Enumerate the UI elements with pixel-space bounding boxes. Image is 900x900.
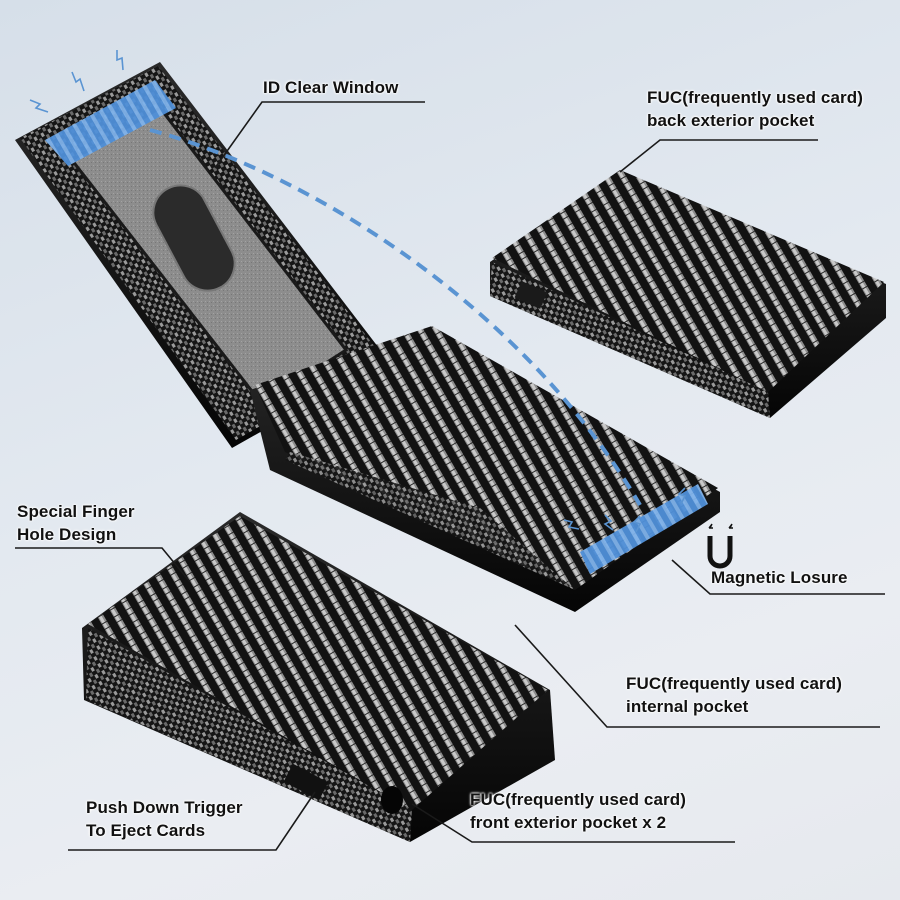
callout-push-down-trigger: Push Down Trigger To Eject Cards [86, 796, 243, 842]
callout-back-exterior-pocket: FUC(frequently used card) back exterior … [647, 86, 863, 132]
callout-text: Special Finger [17, 502, 135, 521]
callout-finger-hole: Special Finger Hole Design [17, 500, 135, 546]
magnet-icon [707, 523, 733, 569]
callout-magnetic-closure: Magnetic Losure [711, 566, 848, 589]
callout-id-clear-window: ID Clear Window [263, 76, 398, 99]
callout-text: To Eject Cards [86, 821, 206, 840]
magnetic-path-dashed-line [149, 128, 642, 507]
callout-text: Push Down Trigger [86, 798, 243, 817]
callout-internal-pocket: FUC(frequently used card) internal pocke… [626, 672, 842, 718]
callout-text: ID Clear Window [263, 78, 399, 97]
callout-text: Hole Design [17, 525, 117, 544]
leader-lines [15, 101, 885, 851]
open-wallet-body [250, 326, 720, 612]
callout-text: Magnetic Losure [711, 568, 848, 587]
callout-text: back exterior pocket [647, 111, 815, 130]
callout-front-exterior-pocket: FUC(frequently used card) front exterior… [470, 788, 686, 834]
callout-text: internal pocket [626, 697, 749, 716]
closed-wallet-front [82, 512, 555, 842]
callout-text: FUC(frequently used card) [470, 790, 686, 809]
closed-wallet-back [490, 170, 886, 418]
callout-text: FUC(frequently used card) [626, 674, 842, 693]
callout-text: front exterior pocket x 2 [470, 813, 667, 832]
open-wallet-id-flap [15, 62, 388, 448]
lightning-icon [29, 50, 687, 533]
callout-text: FUC(frequently used card) [647, 88, 863, 107]
